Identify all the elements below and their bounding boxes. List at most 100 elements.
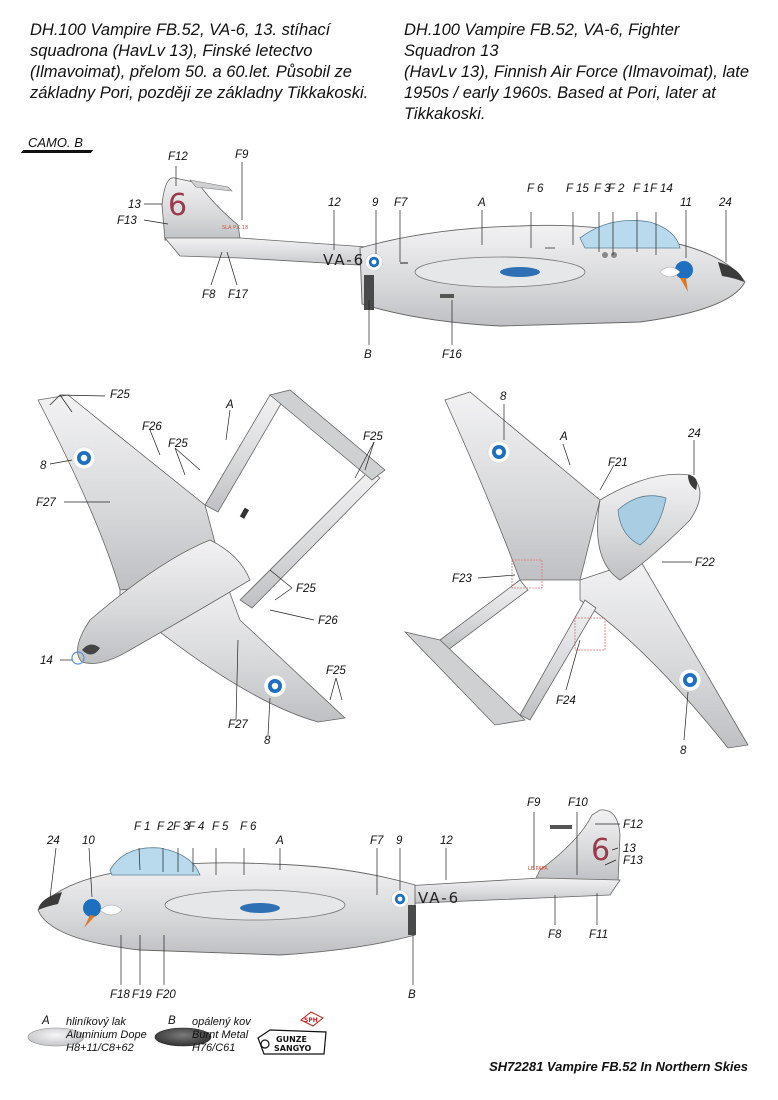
header-czech: DH.100 Vampire FB.52, VA-6, 13. stíhací … [30, 20, 372, 104]
legend-b-line: opálený kov [192, 1016, 251, 1028]
callout-label: 9 [372, 197, 379, 209]
callout-label: F 1 [134, 821, 150, 833]
callout-label: F25 [363, 431, 383, 443]
callout-label: 8 [264, 735, 271, 747]
gunze-logo-line1: GUNZE [276, 1035, 307, 1044]
callout-label: 24 [687, 428, 701, 440]
legend-letter-a: A [41, 1015, 50, 1027]
sph-logo-text: SPH [304, 1017, 318, 1024]
lower-plan-view: 8 A 24 F21 F22 F23 F24 8 [403, 391, 749, 757]
fin-number-top: 6 [168, 188, 187, 223]
callout-label: 8 [500, 391, 507, 403]
footer-title: SH72281 Vampire FB.52 In Northern Skies [489, 1059, 748, 1074]
legend-b-text: opálený kov Burnt Metal H76/C61 [192, 1016, 251, 1055]
legend-a-line: H8+11/C8+62 [66, 1042, 134, 1054]
fin-small-text-right: LE PAPA [528, 866, 548, 872]
side-view-right: VA-6 6 SLA P.K.18 [117, 149, 746, 361]
registration-top: VA-6 [323, 251, 365, 269]
callout-label: 12 [328, 197, 341, 209]
callout-label: F9 [235, 149, 249, 161]
callout-label: F27 [228, 719, 248, 731]
header-cz-line: základny Pori, později ze základny Tikka… [30, 84, 369, 102]
callout-label: F26 [318, 615, 338, 627]
callout-label: F19 [132, 989, 152, 1001]
header-en-line: Tikkakoski. [404, 105, 486, 123]
callout-label: F12 [168, 151, 188, 163]
callout-label: F 3 [173, 821, 190, 833]
callout-label: A [225, 399, 234, 411]
swatch-aluminium [27, 1027, 85, 1047]
callout-label: F17 [228, 289, 248, 301]
callout-label: B [408, 989, 416, 1001]
gunze-logo-line2: SANGYO [274, 1044, 312, 1053]
legend-letter-b: B [168, 1015, 176, 1027]
callout-label: F25 [326, 665, 346, 677]
callout-label: 8 [680, 745, 687, 757]
callout-label: F8 [202, 289, 216, 301]
callout-label: F26 [142, 421, 162, 433]
callout-label: F8 [548, 929, 562, 941]
callout-label: F7 [370, 835, 384, 847]
legend-a-text: hliníkový lak Aluminium Dope H8+11/C8+62 [66, 1016, 147, 1055]
legend-b-line: H76/C61 [192, 1042, 236, 1054]
upper-plan-view: F25 A F26 F25 F25 8 F27 F25 F26 14 F27 8… [36, 389, 386, 747]
callout-label: 14 [40, 655, 53, 667]
legend-a-line: Aluminium Dope [66, 1029, 147, 1041]
callout-label: F 15 [566, 183, 589, 195]
header-en-line: 1950s / early 1960s. Based at Pori, late… [404, 84, 716, 102]
callout-label: A [275, 835, 284, 847]
callout-label: F 2 [608, 183, 625, 195]
side-view-left: VA-6 6 LE PAPA [37, 797, 643, 1001]
callout-label: B [364, 349, 372, 361]
callout-label: F 14 [650, 183, 673, 195]
callout-label: F16 [442, 349, 462, 361]
callout-label: 13 [623, 843, 636, 855]
callout-label: F20 [156, 989, 176, 1001]
legend-a-line: hliníkový lak [66, 1016, 126, 1028]
callout-label: 9 [396, 835, 403, 847]
callout-label: F23 [452, 573, 472, 585]
callout-label: 24 [718, 197, 732, 209]
header-cz-line: squadrona (HavLv 13), Finské letectvo [30, 42, 313, 60]
header-english: DH.100 Vampire FB.52, VA-6, Fighter Squa… [404, 20, 754, 125]
legend-swatches: A B [27, 1015, 212, 1047]
callout-label: 12 [440, 835, 453, 847]
callout-label: F 6 [240, 821, 257, 833]
callout-label: F7 [394, 197, 408, 209]
header-en-line: (HavLv 13), Finnish Air Force (Ilmavoima… [404, 63, 750, 81]
callout-label: F13 [117, 215, 137, 227]
header-cz-line: DH.100 Vampire FB.52, VA-6, 13. stíhací [30, 21, 331, 39]
swatch-burnt-metal [154, 1027, 212, 1047]
callout-label: 11 [680, 197, 692, 209]
gunze-sangyo-logo: GUNZE SANGYO [257, 1029, 327, 1055]
header-en-line: DH.100 Vampire FB.52, VA-6, Fighter Squa… [404, 21, 680, 60]
callout-label: 10 [82, 835, 95, 847]
callout-label: F18 [110, 989, 130, 1001]
camo-label: CAMO. B [28, 135, 83, 150]
callout-label: F25 [110, 389, 130, 401]
callout-label: F 5 [212, 821, 229, 833]
callout-label: F24 [556, 695, 576, 707]
callout-label: 13 [128, 199, 141, 211]
callout-label: F 6 [527, 183, 544, 195]
callout-label: F25 [296, 583, 316, 595]
callout-label: F21 [608, 457, 628, 469]
callout-label: F22 [695, 557, 715, 569]
callout-label: F9 [527, 797, 541, 809]
callout-label: A [559, 431, 568, 443]
legend-b-line: Burnt Metal [192, 1029, 249, 1041]
callout-label: F25 [168, 438, 188, 450]
callout-label: A [477, 197, 486, 209]
callout-label: F10 [568, 797, 588, 809]
callout-label: 24 [46, 835, 60, 847]
callout-label: F12 [623, 819, 643, 831]
callout-label: 8 [40, 460, 47, 472]
fin-small-text: SLA P.K.18 [222, 225, 248, 231]
callout-label: F27 [36, 497, 56, 509]
sph-logo: SPH [300, 1011, 324, 1027]
logos: SPH GUNZE SANGYO [257, 1011, 327, 1055]
callout-label: F 2 [157, 821, 174, 833]
registration-bottom: VA-6 [418, 889, 460, 907]
header-cz-line: (Ilmavoimat), přelom 50. a 60.let. Působ… [30, 63, 352, 81]
